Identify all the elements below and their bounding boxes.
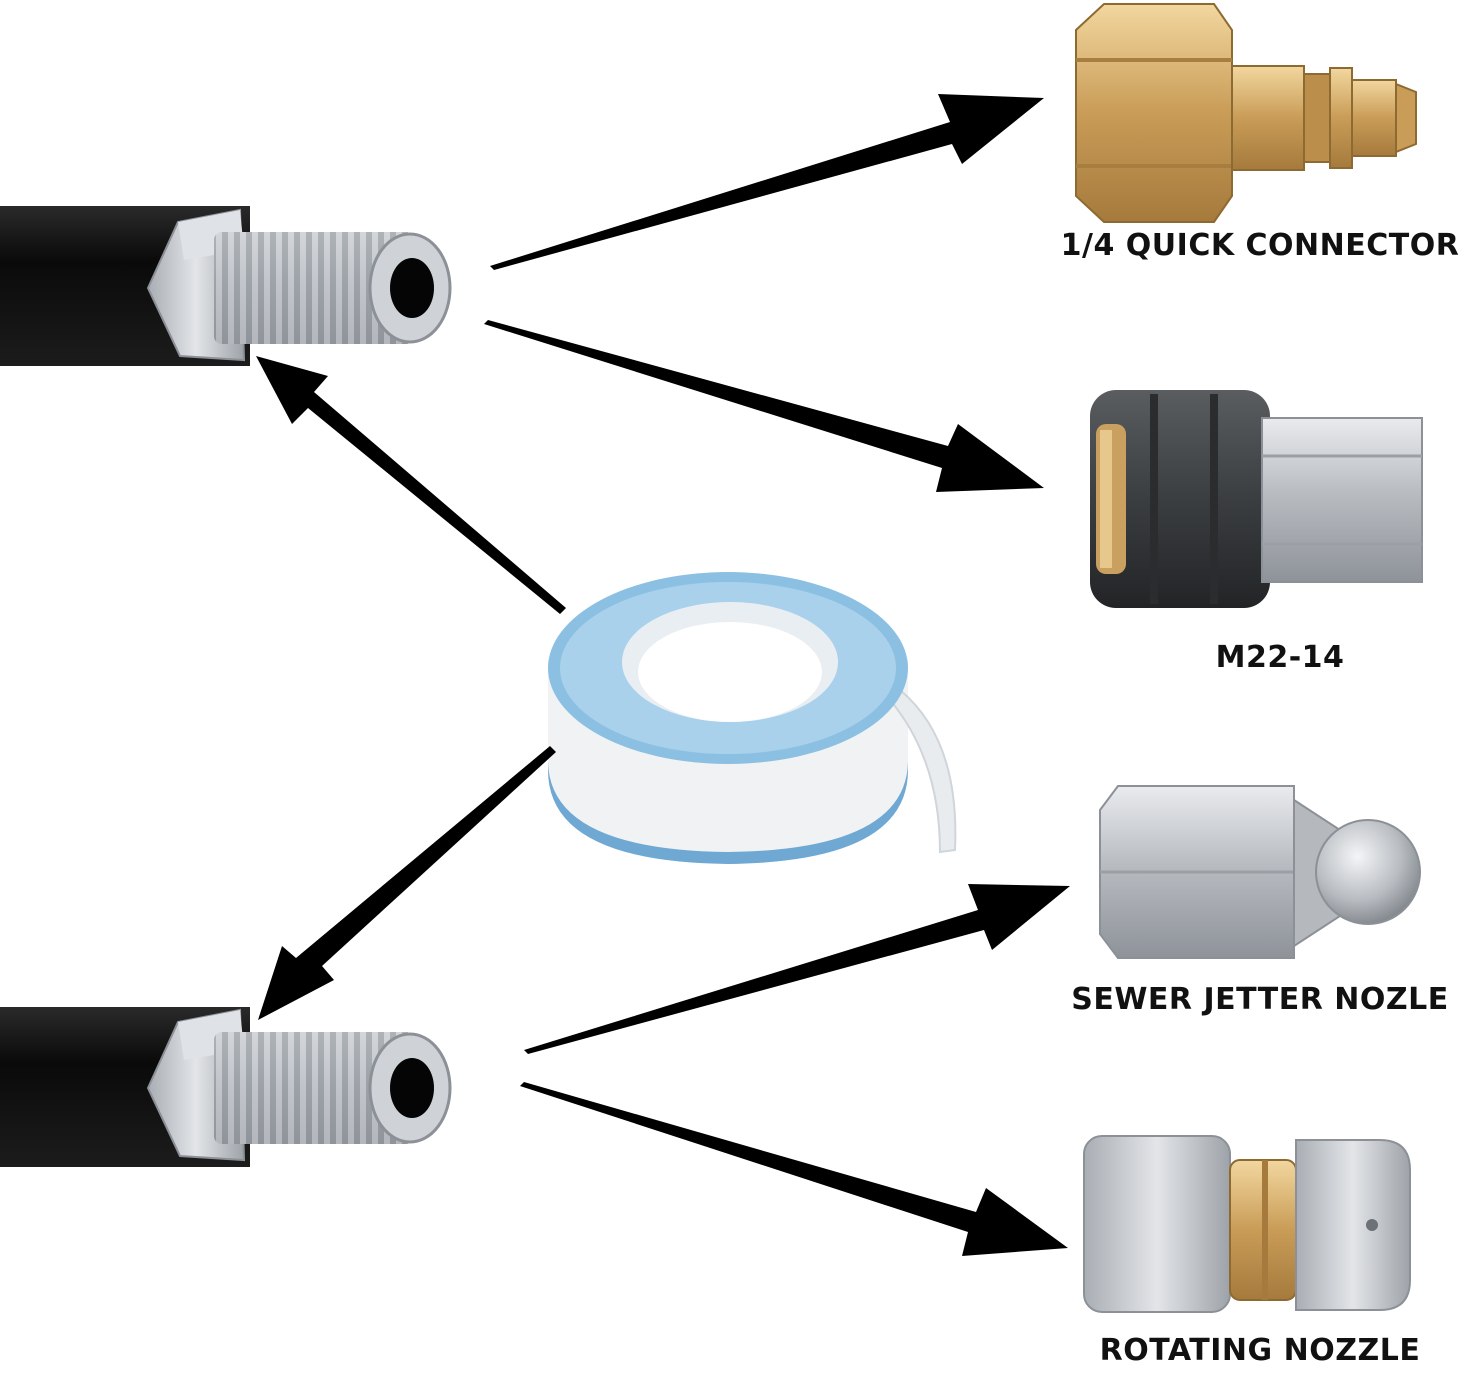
sewer-nozzle-label: SEWER JETTER NOZLE xyxy=(1071,982,1449,1017)
arrow-to-sewer-nozzle xyxy=(524,884,1070,1054)
arrow-to-m22 xyxy=(484,320,1044,492)
arrow-tape-to-bottom-fitting xyxy=(258,746,556,1020)
arrow-to-rotating-nozzle xyxy=(520,1082,1068,1256)
arrow-to-quick-connector xyxy=(490,94,1044,270)
m22-coupler-icon xyxy=(1090,390,1423,608)
quick-connector-icon xyxy=(1075,3,1417,223)
quick-connector-label: 1/4 QUICK CONNECTOR xyxy=(1060,228,1460,263)
rotating-nozzle-icon xyxy=(1083,1135,1411,1313)
rotating-nozzle-label: ROTATING NOZZLE xyxy=(1099,1333,1421,1368)
arrow-tape-to-top-fitting xyxy=(256,356,566,614)
teflon-tape-icon xyxy=(548,572,957,864)
hose-fitting-icon xyxy=(0,206,452,366)
sewer-nozzle-icon xyxy=(1099,785,1421,959)
hose-fitting-icon xyxy=(0,1007,452,1167)
m22-label: M22-14 xyxy=(1215,640,1345,675)
